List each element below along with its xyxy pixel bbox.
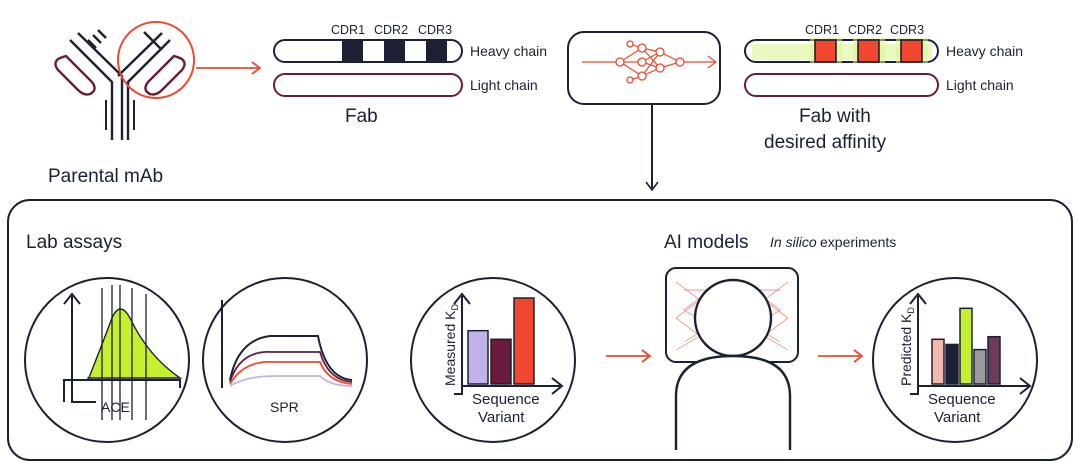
arrow-down-to-box	[645, 104, 659, 192]
predicted-bar-3	[959, 307, 973, 385]
lab-assays-title: Lab assays	[26, 232, 122, 253]
ai-variant-label: Variant	[934, 409, 981, 426]
ai-subtitle-italic: In silico	[770, 234, 817, 250]
arrow-to-fab	[196, 61, 262, 75]
predicted-kd-axis-label: Predicted KD	[898, 307, 916, 386]
fab-heavy-chain	[273, 39, 463, 63]
predicted-bar-4	[973, 348, 987, 385]
measured-kd-axis-label: Measured KD	[442, 304, 460, 386]
ai-models-title: AI models	[664, 232, 748, 253]
predicted-bars	[931, 307, 1001, 385]
measured-bars	[467, 297, 535, 385]
predicted-bar-1	[931, 338, 945, 385]
desired-cdr3-block	[900, 39, 923, 63]
predicted-bar-2	[945, 343, 959, 385]
cdr2-label: CDR2	[374, 23, 408, 37]
ace-assay: ACE	[24, 277, 190, 443]
lab-variant-label: Variant	[478, 409, 525, 426]
ai-person-icon	[665, 267, 799, 450]
ai-subtitle-rest: experiments	[820, 234, 896, 250]
ace-label: ACE	[101, 399, 130, 415]
lab-sequence-label: Sequence	[472, 391, 540, 408]
parental-mab-label: Parental mAb	[48, 166, 163, 187]
fab-label: Fab	[345, 106, 378, 127]
neural-network-box	[567, 31, 721, 105]
desired-cdr1-block	[814, 39, 837, 63]
spr-assay: SPR	[202, 277, 368, 443]
cdr1-block	[342, 40, 363, 62]
fab-light-chain	[273, 73, 463, 97]
fab-desired-line1: Fab with	[799, 106, 871, 127]
measured-kd-chart: Measured KD Sequence Variant	[410, 277, 576, 443]
arrow-ai-to-predicted	[818, 349, 864, 363]
desired-cdr1-label: CDR1	[805, 23, 839, 37]
fab-desired-line2: desired affinity	[764, 132, 887, 153]
spr-label: SPR	[270, 399, 299, 415]
desired-light-chain-label: Light chain	[946, 77, 1014, 93]
ai-sequence-label: Sequence	[928, 391, 996, 408]
measured-bar-1	[467, 329, 489, 385]
predicted-bar-5	[987, 335, 1001, 385]
cdr1-label: CDR1	[331, 23, 365, 37]
arrow-lab-to-ai	[606, 349, 652, 363]
predicted-kd-chart: Predicted KD Sequence Variant	[872, 277, 1038, 443]
measured-bar-2	[490, 338, 512, 385]
desired-heavy-chain-label: Heavy chain	[946, 43, 1023, 59]
desired-fab-light-chain	[744, 73, 939, 97]
desired-fab-heavy-chain	[744, 38, 939, 64]
heavy-chain-label: Heavy chain	[470, 43, 547, 59]
light-chain-label: Light chain	[470, 77, 538, 93]
desired-cdr2-label: CDR2	[848, 23, 882, 37]
desired-cdr3-label: CDR3	[890, 23, 924, 37]
cdr3-block	[426, 40, 447, 62]
cdr3-label: CDR3	[418, 23, 452, 37]
antibody-icon	[54, 21, 195, 140]
measured-bar-3	[513, 297, 535, 385]
cdr2-block	[384, 40, 405, 62]
desired-cdr2-block	[857, 39, 880, 63]
